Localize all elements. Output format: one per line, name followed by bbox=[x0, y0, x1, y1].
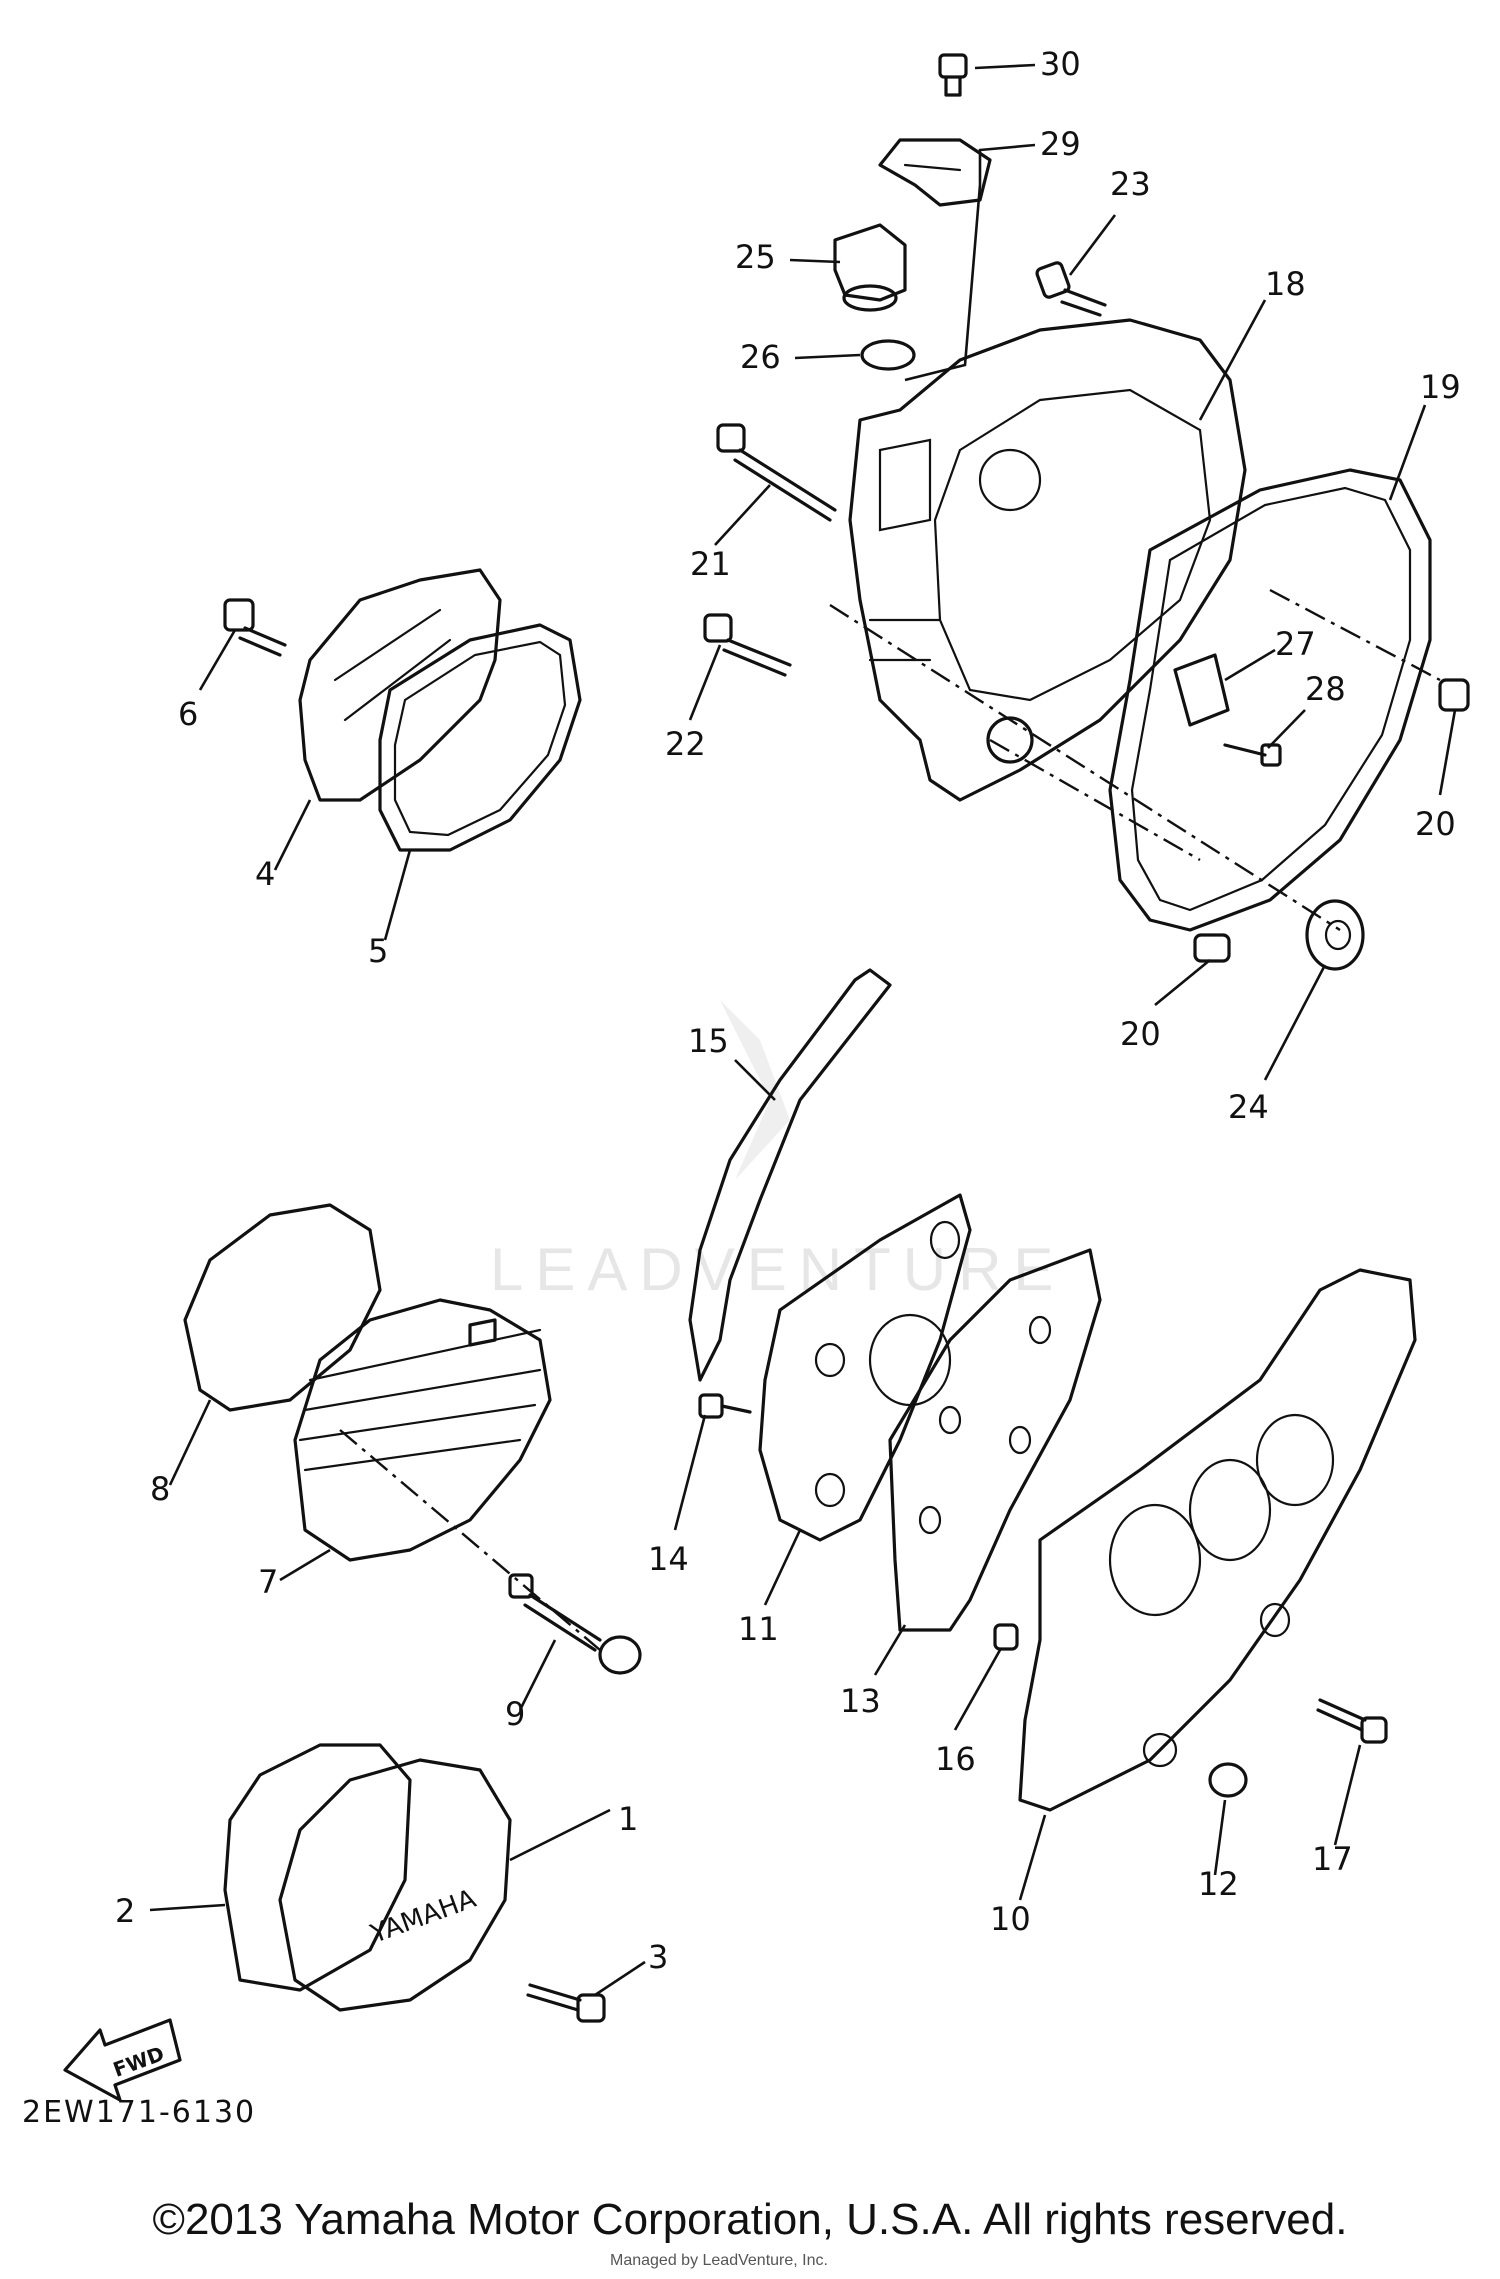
copyright-notice: ©2013 Yamaha Motor Corporation, U.S.A. A… bbox=[152, 2195, 1348, 2244]
callout-17: 17 bbox=[1312, 1840, 1353, 1878]
part-7-head-cover bbox=[293, 1298, 552, 1562]
callout-26: 26 bbox=[740, 338, 781, 376]
part-20-dowel-a bbox=[1438, 678, 1470, 712]
callout-18: 18 bbox=[1265, 265, 1306, 303]
callout-14: 14 bbox=[648, 1540, 689, 1578]
part-25-filler-cap bbox=[833, 223, 907, 312]
part-30-bolt bbox=[938, 53, 968, 97]
part-17-bolt bbox=[1316, 1698, 1388, 1744]
part-28-screw bbox=[1223, 743, 1282, 767]
part-1-cover: YAMAHA bbox=[278, 1758, 512, 2012]
part-5-gasket bbox=[378, 623, 582, 852]
part-13-gasket bbox=[888, 1248, 1102, 1632]
callout-9: 9 bbox=[505, 1695, 525, 1733]
callout-1: 1 bbox=[618, 1800, 638, 1838]
callout-4: 4 bbox=[255, 855, 275, 893]
callout-20a: 20 bbox=[1415, 805, 1456, 843]
cover-brand-text: YAMAHA bbox=[366, 1884, 480, 1950]
part-16-dowel bbox=[993, 1623, 1019, 1651]
part-15-strap bbox=[688, 968, 892, 1382]
watermark-text: LEADVENTURE bbox=[490, 1236, 1065, 1303]
part-3-screw bbox=[526, 1983, 606, 2023]
part-6-stud bbox=[223, 598, 287, 657]
part-18-crankcase-cover bbox=[848, 318, 1247, 802]
part-26-o-ring bbox=[860, 339, 916, 371]
callout-labels: 30 29 23 25 18 26 19 21 6 27 28 22 4 20 … bbox=[115, 45, 1461, 1976]
callout-12: 12 bbox=[1198, 1865, 1239, 1903]
callout-22: 22 bbox=[665, 725, 706, 763]
callout-21: 21 bbox=[690, 545, 731, 583]
callout-8: 8 bbox=[150, 1470, 170, 1508]
leadventure-watermark: LEADVENTURE bbox=[490, 1000, 1065, 1303]
callout-3: 3 bbox=[648, 1938, 668, 1976]
callout-29: 29 bbox=[1040, 125, 1081, 163]
callout-5: 5 bbox=[368, 932, 388, 970]
leader-lines bbox=[149, 63, 1457, 1997]
part-27-plate bbox=[1173, 653, 1230, 727]
callout-28: 28 bbox=[1305, 670, 1346, 708]
part-14-screw bbox=[698, 1393, 752, 1419]
callout-16: 16 bbox=[935, 1740, 976, 1778]
callout-20b: 20 bbox=[1120, 1015, 1161, 1053]
callout-27: 27 bbox=[1275, 625, 1316, 663]
part-23-bolt bbox=[1035, 261, 1107, 317]
callout-24: 24 bbox=[1228, 1088, 1269, 1126]
callout-7: 7 bbox=[258, 1563, 278, 1601]
part-24-plug bbox=[1305, 899, 1365, 971]
callout-10: 10 bbox=[990, 1900, 1031, 1938]
callout-13: 13 bbox=[840, 1682, 881, 1720]
part-21-bolt bbox=[716, 423, 837, 522]
part-22-bolt bbox=[703, 613, 792, 677]
callout-11: 11 bbox=[738, 1610, 779, 1648]
credit-text: Managed by LeadVenture, Inc. bbox=[610, 2252, 828, 2269]
callout-2: 2 bbox=[115, 1892, 135, 1930]
part-2-gasket bbox=[223, 1743, 412, 1992]
callout-30: 30 bbox=[1040, 45, 1081, 83]
callout-23: 23 bbox=[1110, 165, 1151, 203]
part-8-o-ring bbox=[183, 1203, 382, 1412]
fwd-arrow-icon: FWD bbox=[63, 2018, 182, 2102]
part-12-plug bbox=[1208, 1762, 1248, 1798]
callout-25: 25 bbox=[735, 238, 776, 276]
part-20-dowel-b bbox=[1193, 933, 1231, 963]
alignment-lines bbox=[339, 588, 1441, 1651]
callout-15: 15 bbox=[688, 1022, 729, 1060]
callout-6: 6 bbox=[178, 695, 198, 733]
part-4-cover bbox=[298, 568, 502, 802]
part-29-bracket bbox=[878, 138, 992, 207]
part-10-drive-cover bbox=[1018, 1268, 1417, 1812]
part-9-bolt bbox=[508, 1573, 642, 1675]
callout-19: 19 bbox=[1420, 368, 1461, 406]
part-19-gasket bbox=[1108, 468, 1432, 932]
diagram-part-code: 2EW171-6130 bbox=[22, 2095, 257, 2130]
